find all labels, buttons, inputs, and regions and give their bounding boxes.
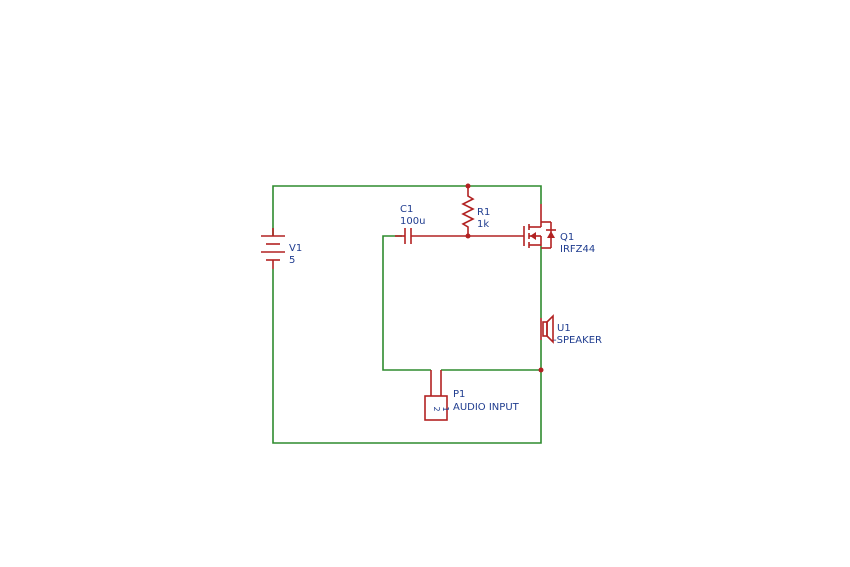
wire-input-loop <box>382 235 431 371</box>
capacitor-c1 <box>395 228 468 244</box>
resistor-value-label: 1k <box>477 219 489 230</box>
junctions <box>465 183 544 373</box>
resistor-r1 <box>461 186 475 236</box>
junction-dot <box>465 183 471 189</box>
connector-ref-label: P1 <box>453 389 465 400</box>
resistor-ref-label: R1 <box>477 207 490 218</box>
capacitor-value-label: 100u <box>400 216 425 227</box>
battery-v1 <box>261 228 285 269</box>
junction-dot <box>538 367 544 373</box>
junction-dot <box>465 233 471 239</box>
battery-ref-label: V1 <box>289 243 302 254</box>
speaker-value-label: -SPEAKER <box>553 335 602 346</box>
speaker-ref-label: U1 <box>557 323 571 334</box>
speaker-u1 <box>540 314 554 344</box>
connector-p1 <box>424 370 448 421</box>
mosfet-value-label: IRFZ44 <box>560 244 595 255</box>
wires <box>272 185 542 444</box>
mosfet-q1 <box>468 204 556 249</box>
wire-left-return <box>272 269 542 444</box>
capacitor-ref-label: C1 <box>400 204 413 215</box>
battery-value-label: 5 <box>289 255 295 266</box>
connector-pin-1-label: 1 <box>441 406 450 411</box>
connector-value-label: AUDIO INPUT <box>453 402 520 413</box>
wire-top-rail <box>272 185 542 236</box>
connector-pin-2-label: 2 <box>432 406 441 411</box>
mosfet-ref-label: Q1 <box>560 232 574 243</box>
